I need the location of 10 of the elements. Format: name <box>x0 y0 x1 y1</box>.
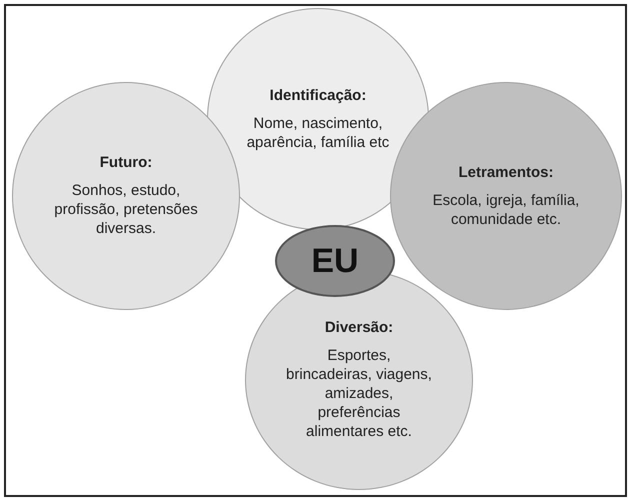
topic-text: Esportes, brincadeiras, viagens, amizades, preferências alimentares etc. <box>285 346 433 441</box>
topic-text: Escola, igreja, família, comunidade etc. <box>432 190 580 228</box>
center-ellipse <box>275 225 395 297</box>
topic-text: Sonhos, estudo, profissão, pretensões diversas. <box>53 181 199 238</box>
topic-heading: Identificação: <box>270 86 366 104</box>
topic-text: Nome, nascimento, aparência, família etc <box>246 114 390 152</box>
topic-heading: Letramentos: <box>458 164 554 180</box>
topic-heading: Diversão: <box>324 319 394 336</box>
center-label: EU <box>311 242 359 280</box>
topic-heading: Futuro: <box>100 154 152 171</box>
